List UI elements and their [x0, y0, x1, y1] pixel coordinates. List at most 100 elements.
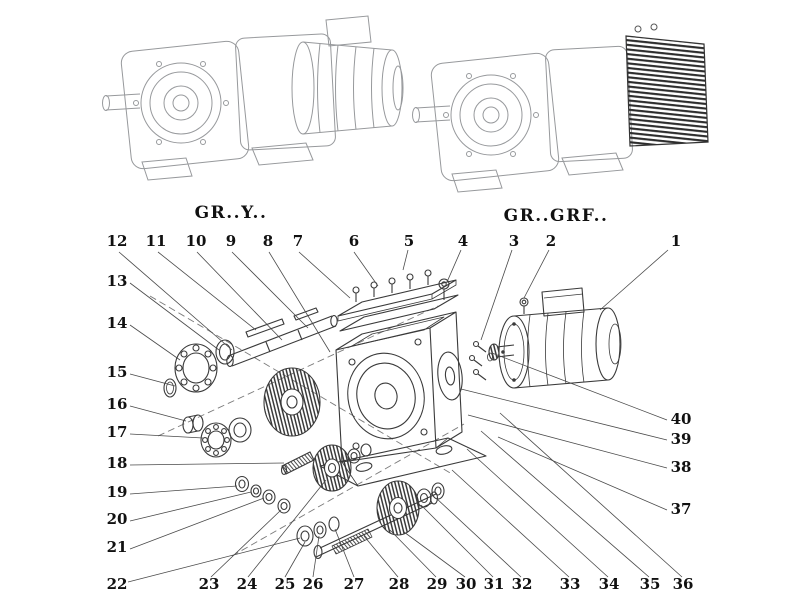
leader-line	[284, 541, 306, 578]
compact-fin-motor-drawing	[625, 23, 709, 147]
leader-line	[129, 433, 204, 439]
leader-line	[353, 251, 379, 287]
leader-line	[129, 491, 252, 522]
model-label-left: GR..Y..	[195, 203, 268, 223]
leader-line	[157, 251, 257, 331]
callout-19: 19	[107, 483, 128, 501]
leader-line	[298, 251, 351, 299]
callout-2: 2	[546, 232, 556, 250]
callout-12: 12	[107, 232, 128, 250]
leader-line	[231, 251, 309, 329]
callout-38: 38	[671, 458, 692, 476]
leader-line	[451, 469, 570, 578]
intermediate-gear-drawing	[312, 443, 372, 492]
callout-27: 27	[344, 575, 365, 593]
leader-line	[402, 249, 409, 271]
model-label-right: GR..GRF..	[504, 206, 609, 226]
leader-line	[435, 497, 522, 578]
bearing-balls	[175, 344, 217, 392]
callout-32: 32	[512, 575, 533, 593]
leader-line	[446, 249, 462, 283]
callout-10: 10	[186, 232, 207, 250]
bearing-ring-drawing	[228, 417, 252, 443]
front-bolt-holes	[133, 61, 229, 145]
leader-line	[196, 251, 283, 341]
callout-30: 30	[456, 575, 477, 593]
callout-16: 16	[107, 395, 128, 413]
leader-line	[467, 414, 668, 469]
leader-line	[129, 324, 181, 361]
eye-bolt-drawing	[438, 278, 450, 300]
callout-18: 18	[107, 454, 128, 472]
leader-line	[363, 535, 399, 578]
callout-37: 37	[671, 500, 692, 518]
callout-8: 8	[263, 232, 273, 250]
callout-6: 6	[349, 232, 359, 250]
top-cover-drawing	[337, 279, 459, 332]
callout-35: 35	[640, 575, 661, 593]
callout-11: 11	[146, 232, 167, 250]
motor-mount-bolts-drawing	[468, 340, 493, 381]
leader-line	[334, 528, 355, 578]
leader-line	[523, 249, 550, 299]
front-bolt-holes	[443, 73, 539, 157]
motor-drawing	[488, 287, 622, 389]
gearmotor-gr-y-drawing	[102, 15, 404, 181]
leader-line	[420, 504, 494, 578]
callout-40: 40	[671, 410, 692, 428]
large-gear-drawing	[263, 367, 321, 437]
leader-line	[480, 430, 650, 578]
leader-line	[466, 448, 609, 578]
bearing-balls	[202, 424, 230, 456]
leader-line	[127, 537, 301, 583]
callout-28: 28	[389, 575, 410, 593]
callout-13: 13	[107, 272, 128, 290]
pinion-shaft-drawing	[280, 451, 315, 476]
leader-line	[129, 497, 265, 550]
callout-23: 23	[199, 575, 220, 593]
callout-numbers: 1 2 3 4 5 6 7 8 9 10 11 12 13 14 15 16 1…	[107, 232, 694, 593]
leader-line	[129, 282, 220, 351]
callout-24: 24	[237, 575, 258, 593]
callout-4: 4	[458, 232, 468, 250]
spacer-bushing-drawing	[182, 414, 204, 434]
callout-21: 21	[107, 538, 128, 556]
leader-line	[268, 251, 331, 353]
leader-line	[118, 251, 233, 351]
callout-7: 7	[293, 232, 303, 250]
callout-9: 9	[226, 232, 236, 250]
leader-line	[210, 509, 282, 578]
leader-line	[312, 535, 320, 578]
washers-drawing	[234, 475, 276, 505]
leader-line	[247, 479, 327, 578]
leader-line	[460, 388, 668, 441]
callout-14: 14	[107, 314, 128, 332]
callout-39: 39	[671, 430, 692, 448]
callout-15: 15	[107, 363, 128, 381]
leader-line	[480, 249, 513, 341]
leader-line	[129, 373, 176, 387]
callout-26: 26	[303, 575, 324, 593]
leader-line	[491, 352, 668, 421]
exploded-view-drawing	[149, 269, 622, 560]
callout-34: 34	[599, 575, 620, 593]
callout-5: 5	[404, 232, 414, 250]
output-shaft-drawing	[296, 480, 445, 560]
roller-bearing-drawing	[200, 422, 232, 458]
leader-line	[497, 436, 668, 511]
leader-line	[499, 412, 683, 578]
callout-17: 17	[107, 423, 128, 441]
callout-25: 25	[275, 575, 296, 593]
leader-line	[599, 249, 669, 311]
leader-line	[389, 529, 437, 578]
leader-lines	[118, 249, 683, 583]
callout-33: 33	[560, 575, 581, 593]
leader-line	[403, 531, 466, 578]
callout-31: 31	[484, 575, 505, 593]
leader-line	[129, 485, 238, 495]
callout-1: 1	[671, 232, 681, 250]
gearmotor-gr-grf-drawing	[412, 23, 709, 193]
callout-3: 3	[509, 232, 519, 250]
